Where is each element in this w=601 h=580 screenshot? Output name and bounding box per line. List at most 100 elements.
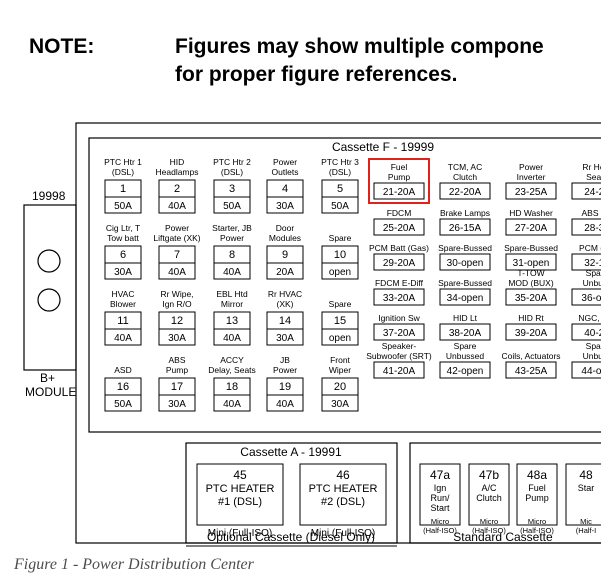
fuse-label: Power (165, 223, 189, 233)
fuse-number: 47b (479, 468, 499, 482)
fuse-label: HID Rt (518, 313, 544, 323)
fuse-label: Spare (586, 341, 601, 351)
fuse-box (373, 323, 425, 341)
fuse-value: 32-15 (584, 258, 601, 269)
fuse-label: Unbuss (583, 351, 601, 361)
fuse-rating: 40A (223, 267, 241, 278)
fuse-box (571, 218, 601, 236)
fuse-type: (Half-ISO) (423, 526, 457, 535)
fuse-label: Pump (525, 493, 549, 503)
fuse-label: PTC HEATER (206, 483, 275, 495)
fuse-box (516, 463, 558, 526)
fuse-label: PCM Batt (Gas) (369, 243, 429, 253)
fuse-number: 46 (336, 468, 350, 482)
fuse-rating: 20A (276, 267, 294, 278)
fuse-type: (Half-ISO) (520, 526, 554, 535)
fuse-label: Unbussed (446, 351, 485, 361)
fuse-number: 11 (117, 315, 128, 327)
fuse-label: PTC HEATER (309, 483, 378, 495)
fuse-label: Ign (434, 483, 447, 493)
fuse-value: 29-20A (383, 258, 416, 269)
fuse-label: Power (273, 157, 297, 167)
fuse-number: 45 (233, 468, 247, 482)
mini-fuse-36: SpareUnbuss36-ope (571, 268, 601, 306)
standard-cassette-label: Standard Cassette (453, 530, 553, 544)
note-line-2: for proper figure references. (175, 63, 458, 86)
fuse-rating: 30A (168, 399, 186, 410)
fuse-box (565, 463, 601, 526)
mini-fuse-29: PCM Batt (Gas) 29-20A (369, 243, 429, 271)
fuse-box (439, 182, 491, 200)
fuse-label: HID (170, 157, 185, 167)
fuse-label: ABS (168, 355, 185, 365)
fuse-label: PCM (DS (579, 243, 601, 253)
fuse-number: 4 (282, 183, 288, 195)
figure-caption: Figure 1 - Power Distribution Center (14, 556, 254, 573)
fuse-label: Modules (269, 233, 301, 243)
fuse-box (419, 463, 461, 526)
fuse-box (373, 288, 425, 306)
fuse-value: 26-15A (449, 223, 482, 234)
fuse-number: 47a (430, 468, 450, 482)
fuse-label: Spare (586, 268, 601, 278)
note-label: NOTE: (29, 35, 95, 58)
fuse-value: 41-20A (383, 366, 416, 377)
fuse-rating: 50A (331, 201, 349, 212)
fuse-label: PTC Htr 1 (104, 157, 142, 167)
fuse-rating: 30A (276, 333, 294, 344)
fuse-rating: 30A (331, 399, 349, 410)
fuse-label: ABS Val (581, 208, 601, 218)
fuse-rating: 30A (276, 201, 294, 212)
fuse-value: 34-open (447, 293, 484, 304)
fuse-label: TCM, AC (448, 162, 482, 172)
fuse-label: Rr Wipe, (160, 289, 193, 299)
mini-fuse-24: Rr HeatSeats24-20 (571, 162, 601, 200)
mini-fuse-28: ABS Val28-30 (571, 208, 601, 236)
fuse-label: Power (220, 233, 244, 243)
fuse-number: 48 (579, 468, 593, 482)
fuse-type: Mic (580, 517, 592, 526)
fuse-box (299, 463, 387, 526)
fuse-number: 6 (120, 249, 126, 261)
fuse-value: 21-20A (383, 187, 416, 198)
fuse-label: MOD (BUX) (508, 278, 554, 288)
fuse-label: Star (578, 483, 595, 493)
fuse-rating: 40A (223, 399, 241, 410)
fuse-rating: 40A (114, 333, 132, 344)
fuse-label: Spare-Bussed (504, 243, 558, 253)
fuse-label: HVAC (112, 289, 135, 299)
fuse-number: 15 (334, 315, 346, 327)
fuse-label: Mirror (221, 299, 243, 309)
fuse-label: Blower (110, 299, 136, 309)
fuse-label: Outlets (272, 167, 299, 177)
fuse-number: 13 (226, 315, 238, 327)
mini-fuse-40: NGC, Inje40-25 (571, 313, 601, 341)
fuse-rating: 50A (223, 201, 241, 212)
fuse-rating: 40A (276, 399, 294, 410)
fuse-label: FDCM (387, 208, 412, 218)
fuse-value: 24-20 (584, 187, 601, 198)
fuse-box (505, 253, 557, 271)
fuse-label: T-TOW (517, 268, 544, 278)
fuse-label: (XK) (277, 299, 294, 309)
fuse-label: HD Washer (509, 208, 553, 218)
fuse-rating: open (329, 333, 351, 344)
fuse-rating: 50A (114, 201, 132, 212)
